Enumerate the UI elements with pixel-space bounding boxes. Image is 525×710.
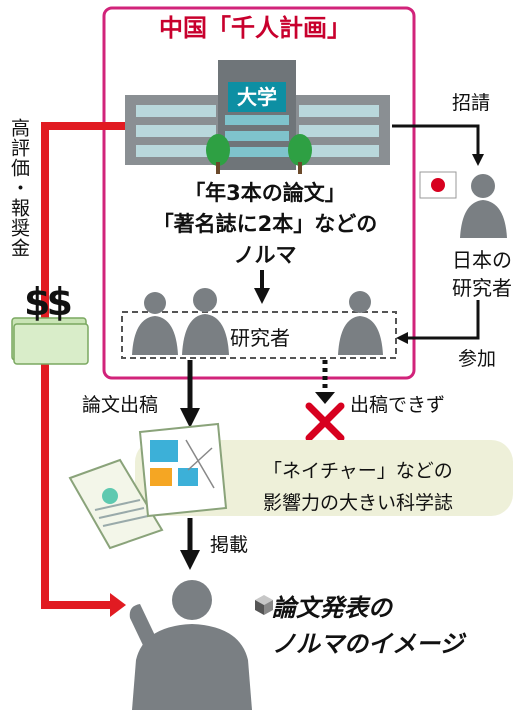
quota-line-3: ノルマ [233, 243, 297, 267]
published-label: 掲載 [210, 534, 249, 556]
join-label: 参加 [458, 348, 497, 370]
cube-icon [255, 595, 273, 615]
program-frame [102, 6, 416, 380]
university-building-icon [125, 60, 390, 170]
invite-label: 招請 [452, 92, 491, 114]
researchers-label: 研究者 [230, 326, 290, 350]
caption: 論文発表の ノルマのイメージ [272, 590, 464, 662]
japan-flag-icon [419, 171, 457, 199]
diagram-title: 中国「千人計画」 [159, 14, 351, 42]
caption-line-1: 論文発表の [272, 594, 392, 622]
journal-label-line-1: 「ネイチャー」などの [263, 460, 453, 482]
cannot-submit-label: 出稿できず [350, 394, 446, 416]
tree-icon [206, 134, 312, 174]
researcher-silhouettes-icon [132, 288, 383, 355]
journal-box [135, 440, 513, 516]
japanese-researcher-label: 日本の 研究者 [444, 246, 520, 302]
caption-line-2: ノルマのイメージ [272, 630, 464, 658]
quota-text: 「年3本の論文」 「著名誌に2本」などの ノルマ [120, 178, 410, 271]
journal-icon [68, 422, 228, 550]
japanese-researcher-label-line-2: 研究者 [452, 276, 512, 300]
japanese-researcher-icon [460, 174, 507, 238]
journal-label: 「ネイチャー」などの 影響力の大きい科学誌 [263, 455, 453, 519]
cross-icon [305, 402, 345, 442]
journal-label-line-2: 影響力の大きい科学誌 [263, 492, 454, 514]
university-label: 大学 [228, 82, 286, 112]
japanese-researcher-label-line-1: 日本の [452, 248, 512, 272]
submit-label: 論文出稿 [82, 394, 159, 416]
reward-label: 高評価・報奨金 [8, 118, 30, 258]
celebrating-person-icon [129, 580, 252, 710]
dollar-signs: $$ [24, 280, 73, 324]
quota-line-2: 「著名誌に2本」などの [152, 212, 378, 236]
money-stack-icon [11, 317, 89, 365]
quota-line-1: 「年3本の論文」 [184, 181, 346, 205]
